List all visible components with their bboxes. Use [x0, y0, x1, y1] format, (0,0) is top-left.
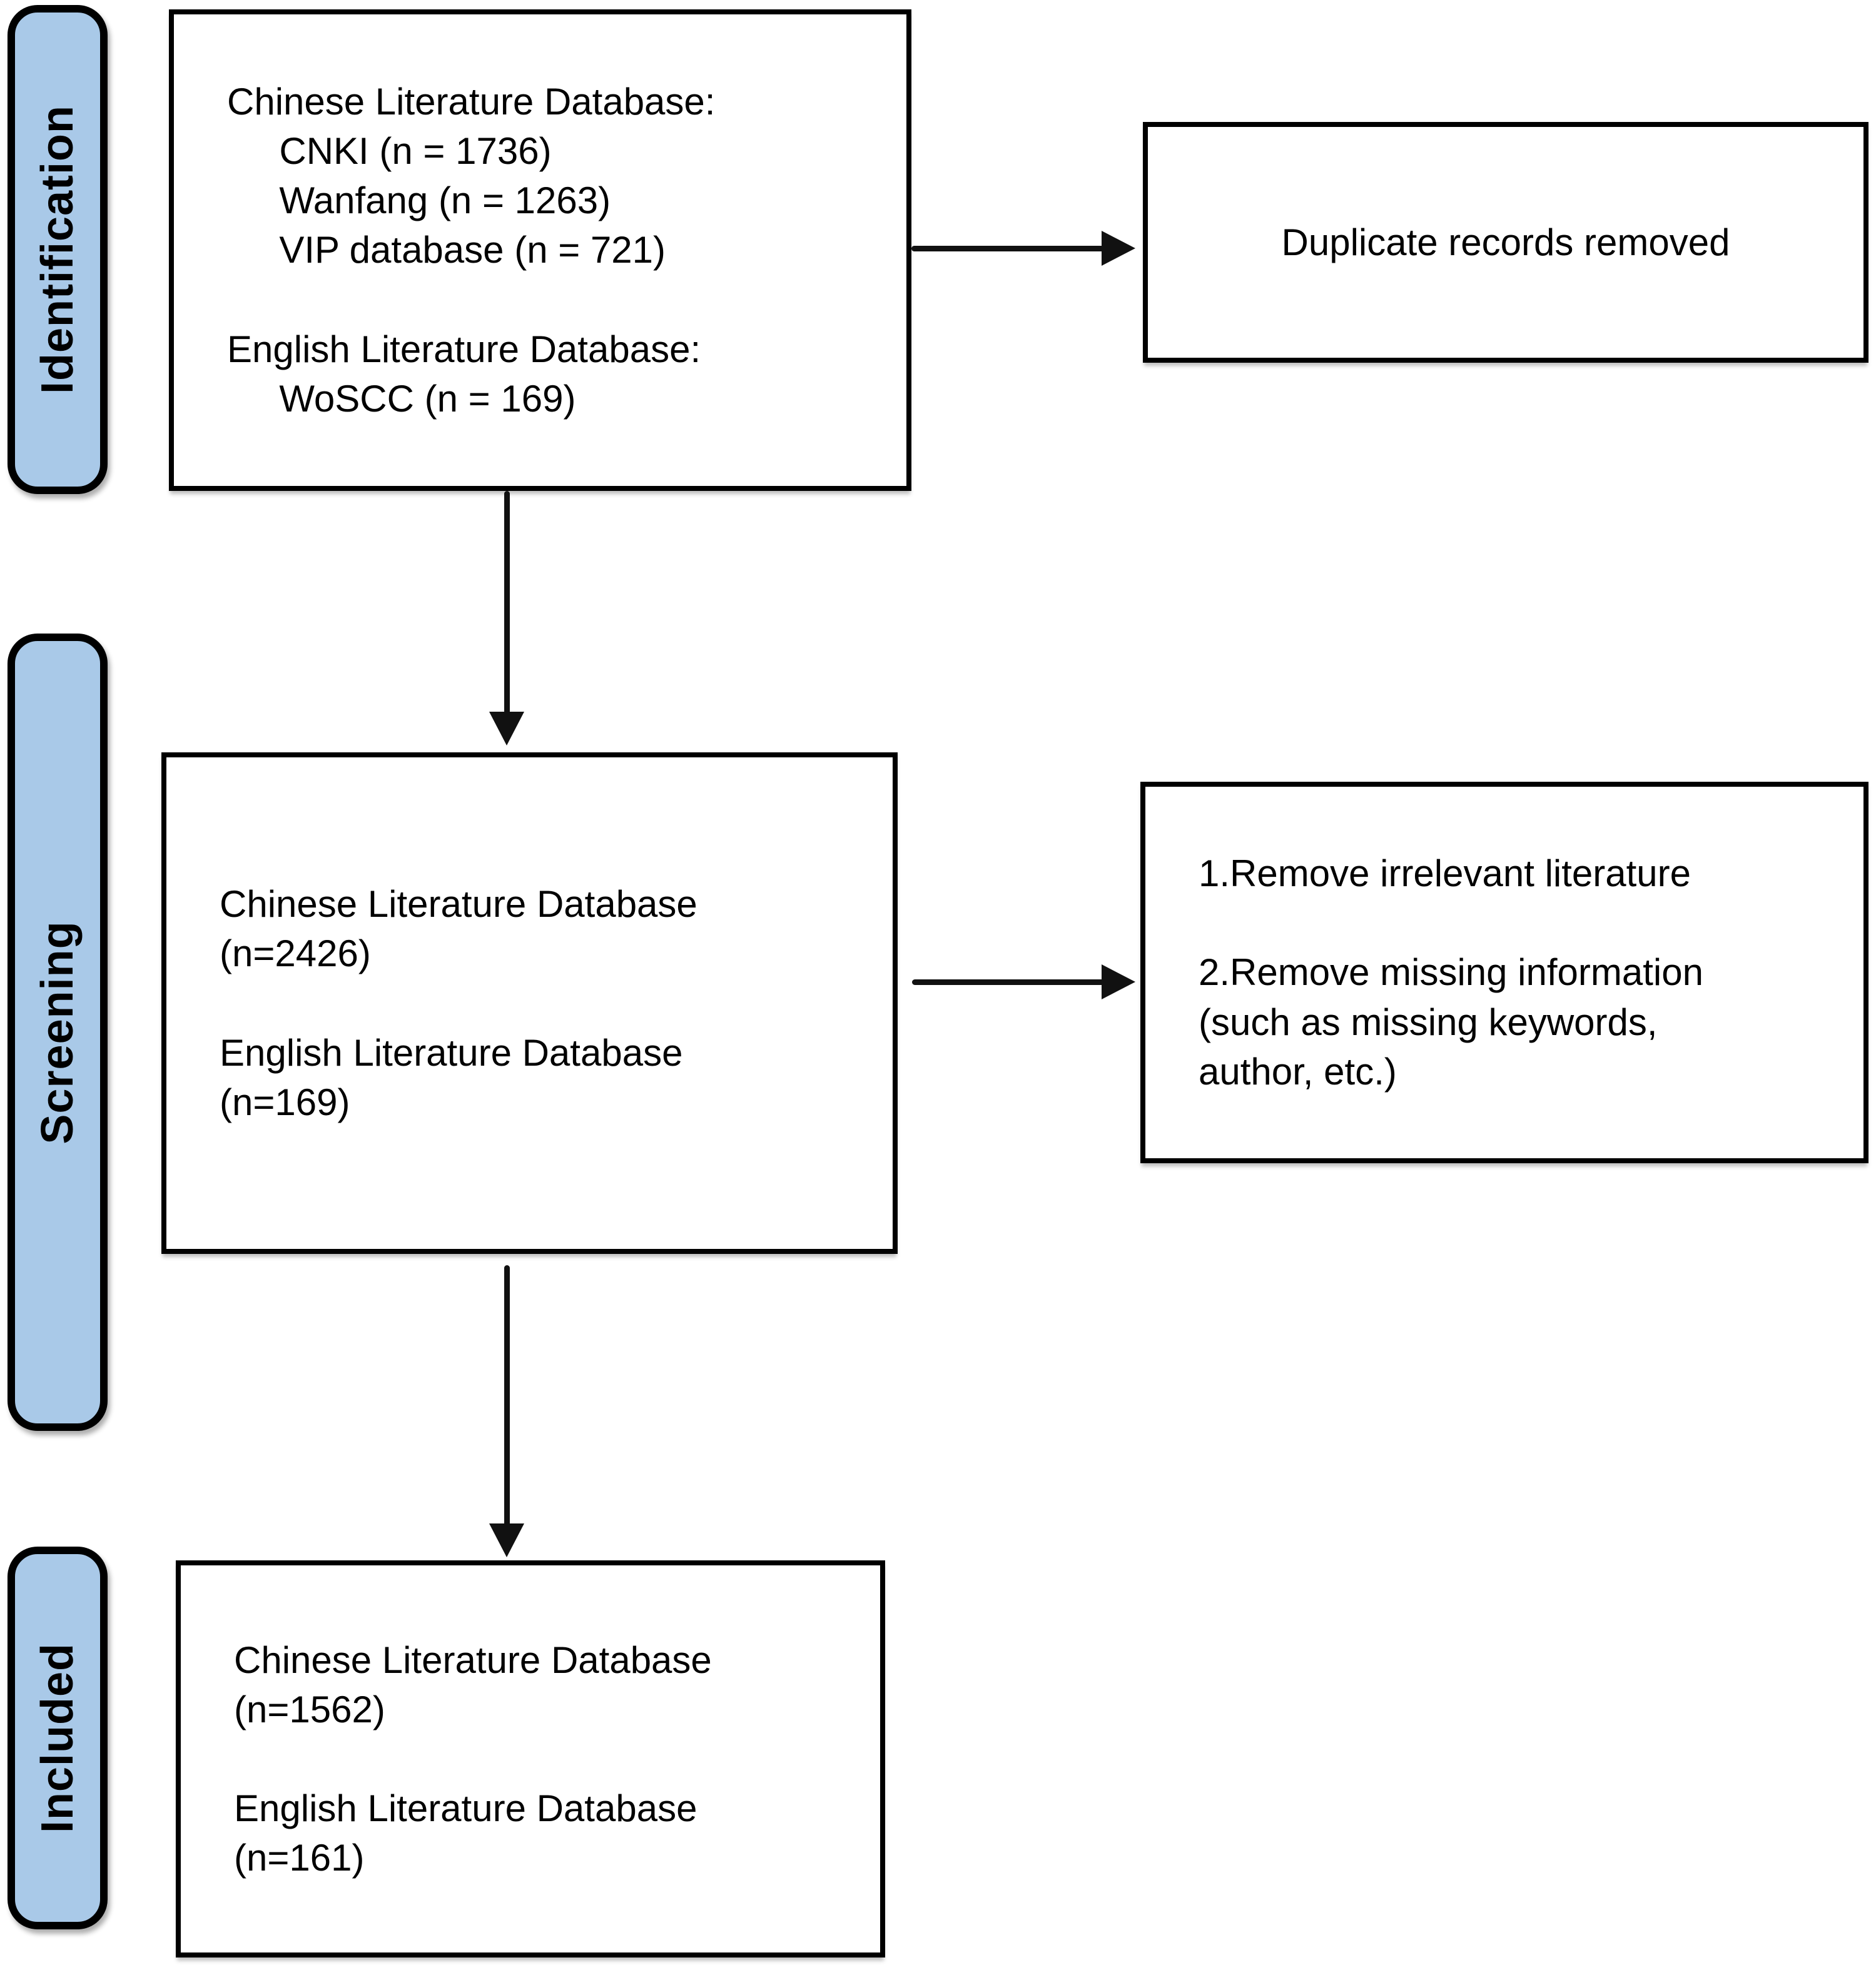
text-line — [234, 1734, 712, 1784]
stage-bar-included: Included — [8, 1547, 108, 1929]
text-line: English Literature Database: — [227, 328, 701, 370]
arrow-screening-to-included-arrowhead — [489, 1523, 524, 1557]
text-line: 2.Remove missing information — [1199, 951, 1703, 994]
text-line: Wanfang (n = 1263) — [227, 179, 611, 222]
stage-label-identification: Identification — [33, 105, 83, 394]
box-screening-records-text: Chinese Literature Database (n=2426) Engl… — [166, 867, 723, 1139]
box-screening-records: Chinese Literature Database (n=2426) Engl… — [161, 752, 898, 1254]
text-line: Chinese Literature Database: — [227, 80, 716, 123]
box-screening-exclusions: 1.Remove irrelevant literature 2.Remove … — [1140, 782, 1868, 1163]
text-line: Chinese Literature Database — [234, 1639, 712, 1681]
text-line: (n=1562) — [234, 1688, 385, 1730]
arrow-screening-to-included-shaft — [504, 1265, 510, 1528]
text-line — [1199, 898, 1703, 947]
text-line: VIP database (n = 721) — [227, 229, 666, 271]
stage-bar-identification: Identification — [8, 5, 108, 494]
box-identification-sources-text: Chinese Literature Database: CNKI (n = 1… — [174, 64, 740, 436]
text-line: (n=161) — [234, 1837, 365, 1879]
arrow-identification-to-duplicates-arrowhead — [1102, 231, 1135, 266]
box-included-records: Chinese Literature Database (n=1562) Engl… — [176, 1560, 885, 1957]
text-line: 1.Remove irrelevant literature — [1199, 852, 1691, 895]
box-screening-exclusions-text: 1.Remove irrelevant literature 2.Remove … — [1145, 836, 1728, 1109]
arrow-identification-to-duplicates-shaft — [911, 246, 1104, 251]
stage-label-included: Included — [33, 1642, 83, 1834]
text-line: English Literature Database — [220, 1031, 683, 1074]
text-line: Chinese Literature Database — [220, 883, 697, 926]
box-identification-sources: Chinese Literature Database: CNKI (n = 1… — [169, 9, 911, 491]
arrow-identification-to-screening-arrowhead — [489, 712, 524, 745]
arrow-identification-to-screening-shaft — [504, 491, 510, 716]
text-line: (such as missing keywords, — [1199, 1001, 1658, 1043]
arrow-screening-to-exclusions-arrowhead — [1102, 964, 1135, 999]
box-duplicate-records-removed-text: Duplicate records removed — [1281, 221, 1730, 263]
box-included-records-text: Chinese Literature Database (n=1562) Engl… — [181, 1623, 737, 1896]
stage-label-screening: Screening — [33, 920, 83, 1144]
text-line: WoSCC (n = 169) — [227, 377, 576, 420]
text-line — [220, 978, 697, 1028]
text-line: (n=169) — [220, 1081, 350, 1123]
arrow-screening-to-exclusions-shaft — [912, 979, 1104, 985]
text-line: (n=2426) — [220, 932, 371, 975]
stage-bar-screening: Screening — [8, 634, 108, 1431]
text-line: English Literature Database — [234, 1787, 697, 1830]
text-line: author, etc.) — [1199, 1050, 1397, 1093]
text-line: CNKI (n = 1736) — [227, 130, 552, 173]
box-duplicate-records-removed: Duplicate records removed — [1143, 122, 1868, 363]
text-line — [227, 275, 715, 325]
